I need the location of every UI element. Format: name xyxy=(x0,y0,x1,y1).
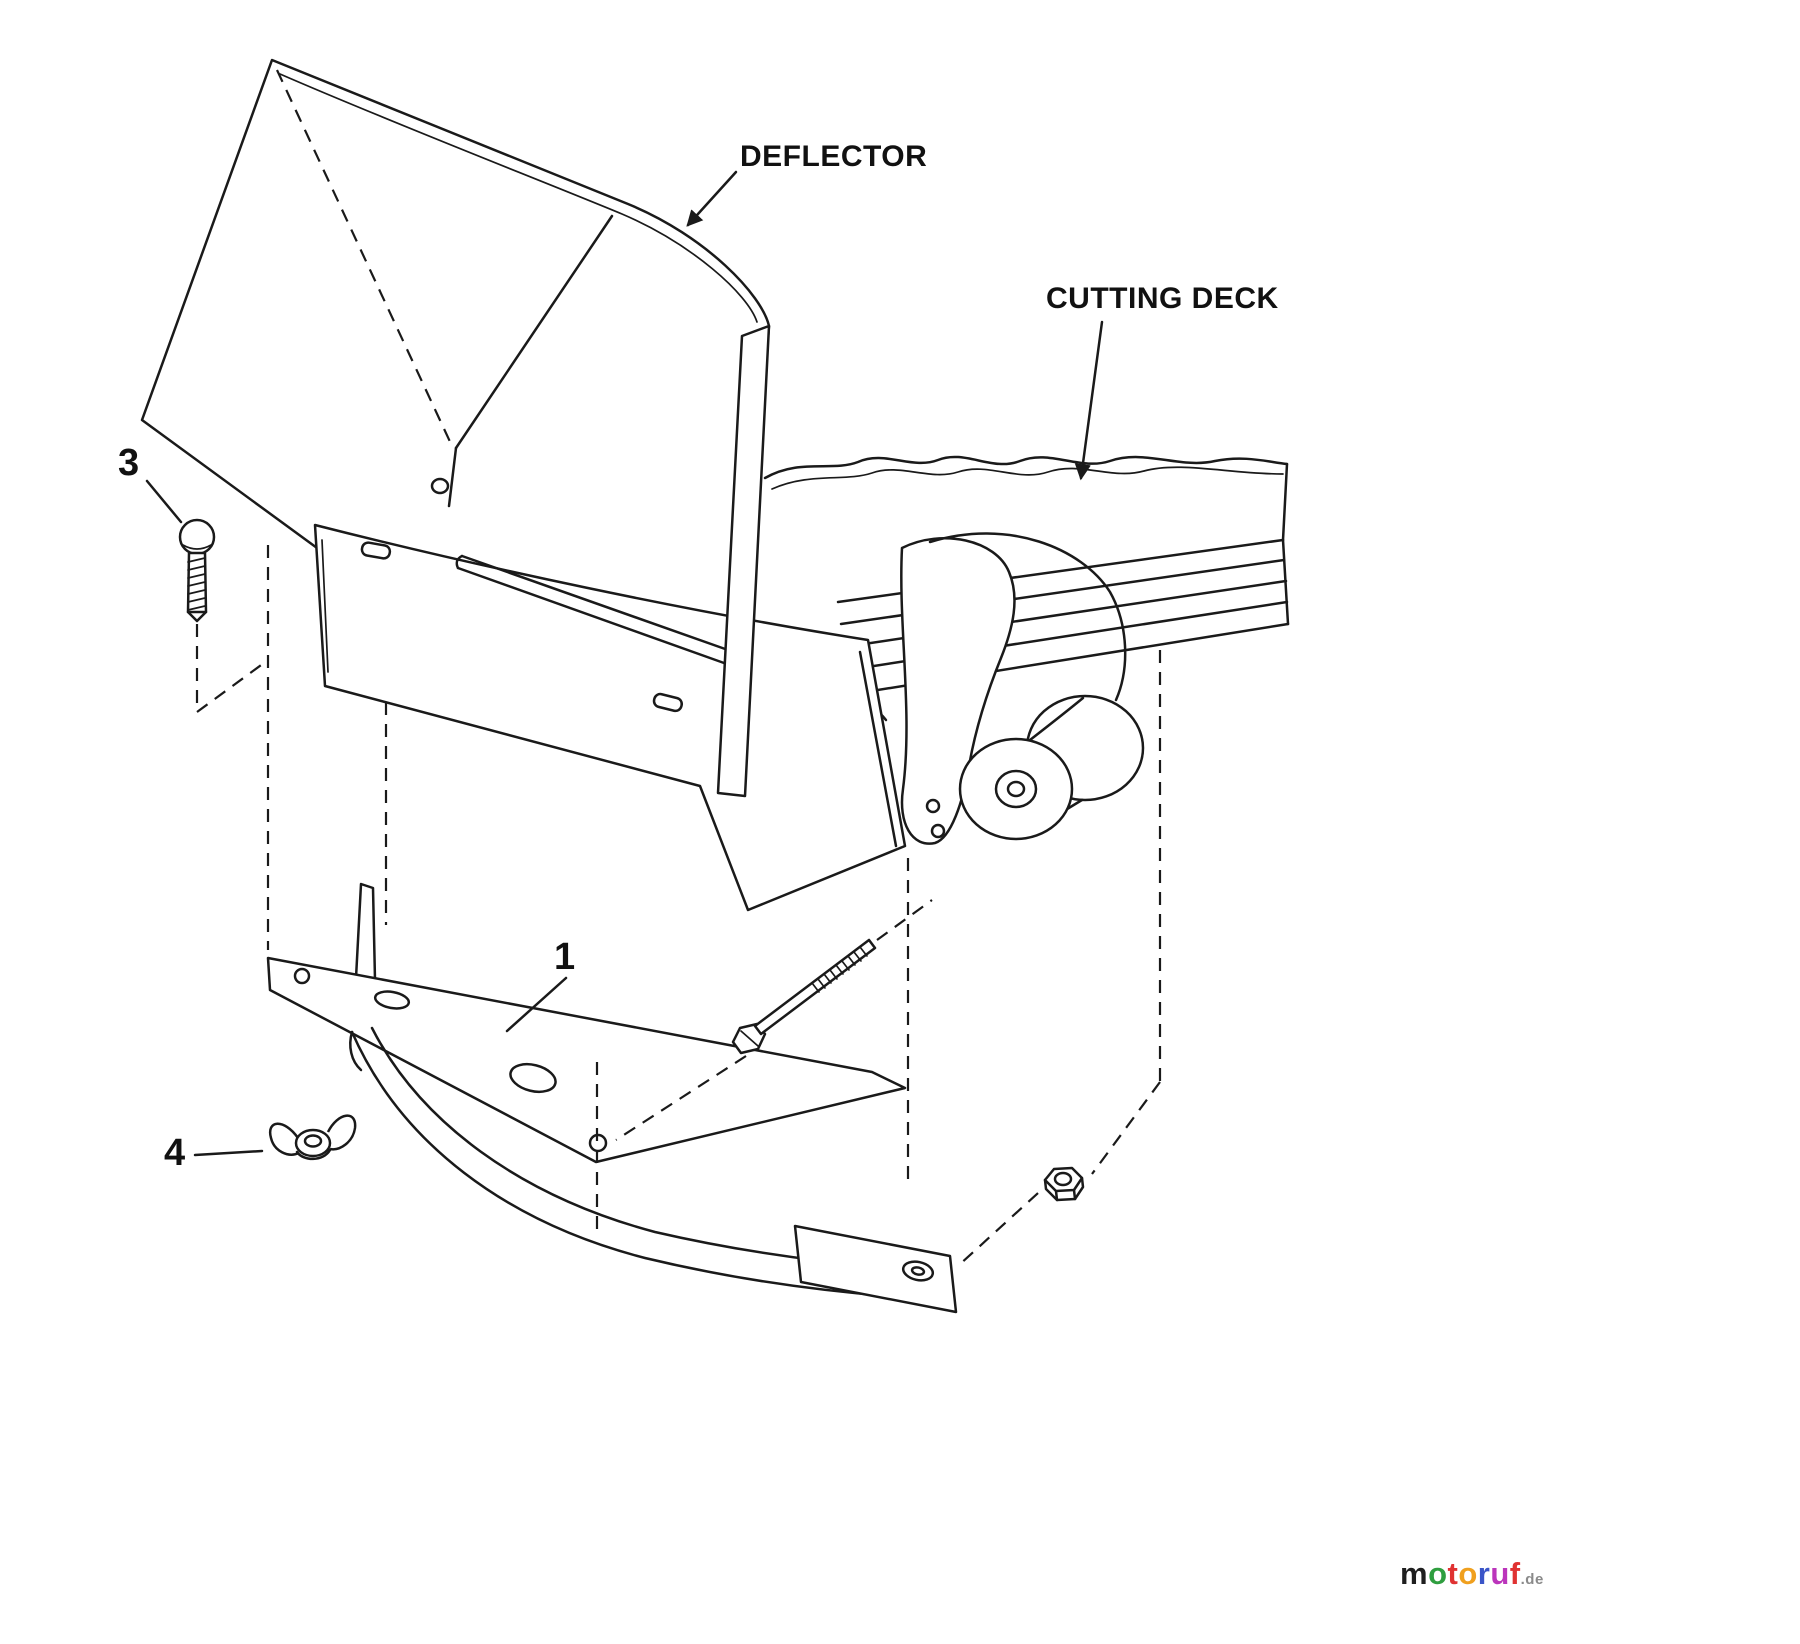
watermark-letter: m xyxy=(1400,1556,1429,1591)
pulley-face xyxy=(958,737,1074,841)
deck-top-edge xyxy=(763,455,1289,480)
watermark-letter: u xyxy=(1490,1556,1510,1591)
wing-nut-part-4 xyxy=(268,1114,357,1161)
chute-band xyxy=(349,1026,958,1314)
bracket-slot-left xyxy=(360,541,392,560)
arm-hole-upper xyxy=(925,798,941,814)
watermark-motoruf: motoruf.de xyxy=(1400,1556,1544,1592)
deflector-fin xyxy=(716,324,771,798)
idler-pulley xyxy=(958,694,1145,841)
bracket-outline xyxy=(313,523,907,912)
part-4-leader xyxy=(193,1149,264,1157)
label-cutting-deck: CUTTING DECK xyxy=(1046,282,1279,315)
watermark-letter: o xyxy=(1458,1556,1478,1591)
watermark-suffix: .de xyxy=(1520,1571,1544,1588)
hex-nut xyxy=(1043,1166,1085,1202)
deflector-bracket xyxy=(313,523,907,912)
watermark-letters: motoruf xyxy=(1400,1556,1521,1591)
label-deflector: DEFLECTOR xyxy=(740,140,928,173)
belt xyxy=(928,532,1127,702)
discharge-plate xyxy=(266,882,907,1164)
shield-hole xyxy=(430,477,450,495)
leader-lines xyxy=(145,170,1104,1157)
watermark-letter: f xyxy=(1509,1556,1521,1591)
plate-outline xyxy=(266,956,907,1164)
deflector-leader xyxy=(686,170,738,227)
screw-part-3 xyxy=(178,518,216,623)
part-number-1: 1 xyxy=(554,936,576,978)
assembly-guide-lines xyxy=(195,545,1162,1267)
part-1-leader xyxy=(505,976,568,1033)
chute-end-bracket xyxy=(793,1224,958,1314)
part-number-3: 3 xyxy=(118,442,140,484)
plate-tab xyxy=(354,882,377,982)
part-3-leader xyxy=(145,479,183,524)
arm-hole-lower xyxy=(930,823,946,839)
hex-bolt xyxy=(731,938,877,1055)
watermark-letter: o xyxy=(1428,1556,1448,1591)
watermark-letter: r xyxy=(1477,1556,1491,1591)
watermark-letter: t xyxy=(1447,1556,1459,1591)
bracket-slot-right xyxy=(652,692,684,713)
cutting-deck-leader xyxy=(1074,320,1104,481)
part-number-4: 4 xyxy=(164,1132,186,1174)
